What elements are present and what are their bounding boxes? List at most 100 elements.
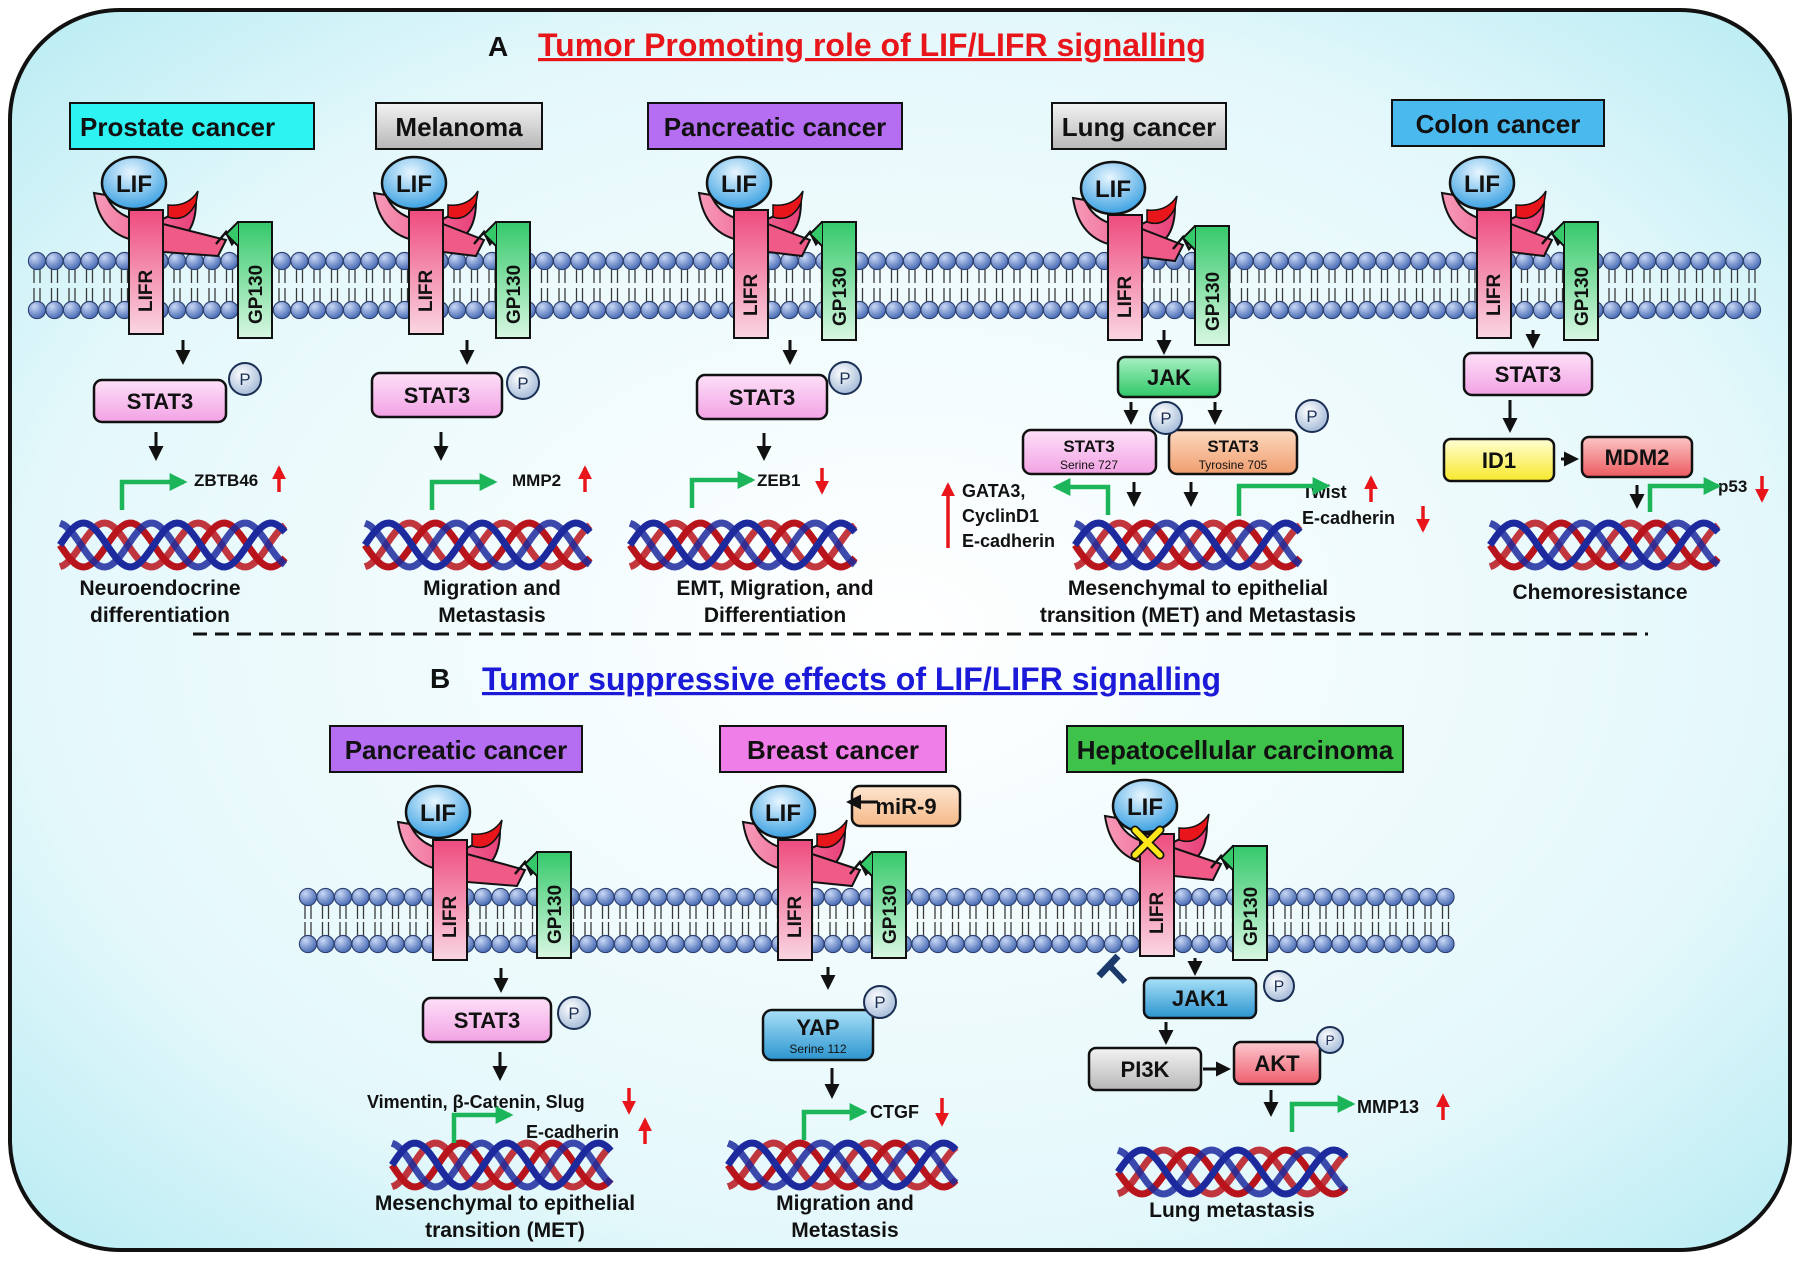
lipid-head: [202, 300, 222, 320]
lipid-head: [508, 887, 528, 907]
lipid-head: [325, 251, 344, 271]
lipid-head: [27, 251, 47, 271]
phospho-mark: P: [828, 361, 862, 395]
cancer-label-box: [329, 725, 583, 773]
gp130-tip: [523, 851, 538, 877]
lipid-head: [841, 887, 860, 907]
phospho-label: P: [839, 369, 850, 388]
stat3-box: [92, 378, 228, 424]
lipid-head: [1672, 251, 1692, 271]
stat3-box: [370, 371, 504, 419]
lipid-head: [1033, 887, 1053, 907]
lipid-head: [1410, 251, 1429, 271]
gp130-label: GP130: [1572, 267, 1593, 326]
lifr-stem: [128, 209, 164, 335]
lipid-head: [946, 887, 965, 907]
lif-label: LIF: [1464, 171, 1500, 198]
lipid-head: [290, 251, 309, 271]
lifr-label: LIFR: [416, 270, 437, 312]
gp130-label: GP130: [830, 267, 851, 326]
lipid-head: [403, 887, 423, 907]
phospho-circle: [1149, 401, 1183, 435]
lipid-head: [1147, 300, 1167, 320]
lipid-head: [867, 300, 887, 320]
outcome-line-2: Metastasis: [791, 1219, 898, 1242]
lipid-head: [491, 887, 510, 907]
lipid-head: [368, 934, 388, 954]
panel-a-title: Tumor Promoting role of LIF/LIFR signall…: [538, 27, 1206, 63]
lipid-head: [1305, 300, 1324, 320]
lipid-head: [902, 251, 922, 271]
lipid-head: [1725, 300, 1744, 320]
lipid-head: [508, 934, 528, 954]
lipid-head: [1103, 934, 1123, 954]
lifr-accent: [1515, 190, 1547, 220]
id1-box: [1442, 437, 1556, 483]
lipid-head: [342, 251, 362, 271]
stat3-label: STAT3: [729, 385, 795, 410]
expression-change-arrows: [272, 465, 1769, 1144]
dna-strand-blue: [627, 519, 858, 571]
stat3-serine-site: Serine 727: [1060, 458, 1118, 472]
lipid-head: [1392, 251, 1412, 271]
stat3-box: [695, 373, 829, 421]
lipid-head: [1191, 934, 1210, 954]
gp130-receptor: [1563, 221, 1599, 341]
left-gene-3: E-cadherin: [962, 531, 1055, 551]
dna-strand-red: [1116, 1146, 1349, 1198]
lipid-head: [1348, 887, 1368, 907]
lipid-head: [1427, 251, 1447, 271]
lipid-head: [736, 887, 755, 907]
lipid-head: [631, 887, 650, 907]
lipid-head: [1068, 934, 1088, 954]
lipid-head: [377, 300, 397, 320]
cancer-label-box: [719, 725, 947, 773]
lipid-head: [963, 934, 983, 954]
lifr-accent: [471, 819, 503, 849]
lipid-head: [1366, 887, 1385, 907]
lifr-label: LIFR: [1115, 276, 1136, 318]
lifr-stem: [1476, 209, 1512, 339]
lipid-head: [955, 300, 974, 320]
dna-strand-blue: [389, 1139, 614, 1191]
lipid-head: [220, 300, 239, 320]
stat3-serine-box: [1021, 428, 1158, 476]
lipid-head: [683, 934, 703, 954]
outcome-line-2: transition (MET) and Metastasis: [1040, 604, 1356, 627]
lipid-head: [1313, 934, 1333, 954]
lipid-head: [1025, 300, 1044, 320]
lipid-head: [841, 934, 860, 954]
lipid-head: [648, 934, 668, 954]
genes-up-label: E-cadherin: [526, 1122, 619, 1142]
lifr-arm: [767, 222, 812, 258]
gp130-tip: [224, 221, 239, 247]
dna-strand-blue: [362, 519, 593, 571]
lipid-head: [1077, 300, 1097, 320]
lipid-head: [640, 300, 659, 320]
lipid-head: [1725, 251, 1744, 271]
mirna-label: miR-9: [875, 794, 936, 819]
lipid-head: [1340, 300, 1359, 320]
cancer-label-box: [647, 102, 903, 150]
promoter-arrows: [119, 471, 1722, 1143]
lifr-stem: [408, 209, 444, 335]
cancer-label-box: [69, 102, 315, 150]
lif-label: LIF: [116, 171, 152, 198]
lipid-head: [1042, 251, 1062, 271]
panel-a-lung: Lung cancer JAK STAT3 Serine 727 STAT3 T…: [962, 102, 1395, 627]
panel-b-letter: B: [430, 663, 450, 694]
lipid-head: [692, 251, 712, 271]
lipid-head: [1016, 887, 1035, 907]
lipid-head: [1620, 251, 1639, 271]
lipid-head: [465, 300, 484, 320]
jak-label: JAK: [1147, 365, 1191, 390]
dna-strand-blue: [1115, 1146, 1349, 1198]
lipid-head: [386, 887, 405, 907]
phospho-mark: P: [1149, 401, 1183, 435]
lipid-head: [666, 934, 685, 954]
